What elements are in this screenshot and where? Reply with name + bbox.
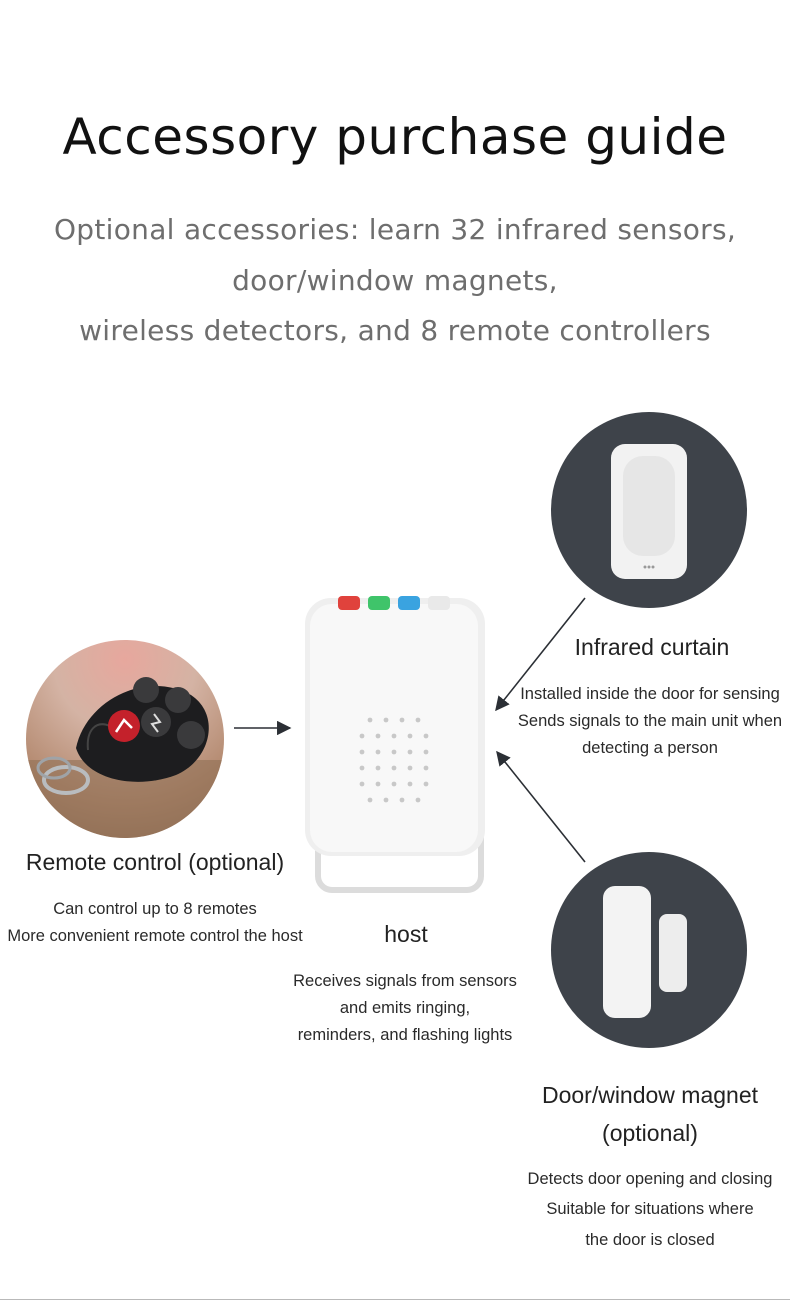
magnet-title-2: (optional): [602, 1120, 698, 1146]
subtitle-line-2: door/window magnets,: [232, 264, 558, 297]
host-line-2: and emits ringing,: [339, 999, 471, 1017]
magnet-arrow: [496, 750, 586, 863]
infrared-sensor-icon: [611, 444, 687, 579]
remote-line-1: Can control up to 8 remotes: [53, 900, 257, 918]
speaker-grille: [359, 717, 429, 803]
infrared-line-2: Sends signals to the main unit when: [517, 712, 783, 730]
page-title: Accessory purchase guide: [62, 108, 728, 166]
door-magnet-photo: [551, 852, 747, 1048]
magnet-line-1: Detects door opening and closing: [527, 1170, 773, 1188]
infrared-line-1: Installed inside the door for sensing: [520, 685, 780, 703]
magnet-title-1: Door/window magnet: [541, 1082, 759, 1108]
bottom-divider: [0, 1299, 790, 1300]
remote-title: Remote control (optional): [25, 849, 285, 875]
host-title: host: [384, 921, 428, 947]
door-magnet-icon: [603, 886, 687, 1018]
magnet-line-2: Suitable for situations where: [546, 1200, 754, 1218]
infrared-curtain-photo: [551, 412, 747, 608]
host-device-image: [298, 592, 493, 897]
infrared-title: Infrared curtain: [574, 634, 730, 660]
remote-line-2: More convenient remote control the host: [7, 927, 303, 945]
host-line-1: Receives signals from sensors: [293, 972, 517, 990]
infrared-line-3: detecting a person: [582, 739, 718, 757]
infrared-arrow: [495, 597, 586, 712]
subtitle-line-3: wireless detectors, and 8 remote control…: [79, 314, 711, 347]
key-fob-icon: [26, 677, 224, 838]
remote-control-photo: [26, 640, 224, 838]
host-line-3: reminders, and flashing lights: [297, 1026, 513, 1044]
subtitle-line-1: Optional accessories: learn 32 infrared …: [53, 213, 737, 246]
magnet-line-3: the door is closed: [585, 1231, 715, 1249]
